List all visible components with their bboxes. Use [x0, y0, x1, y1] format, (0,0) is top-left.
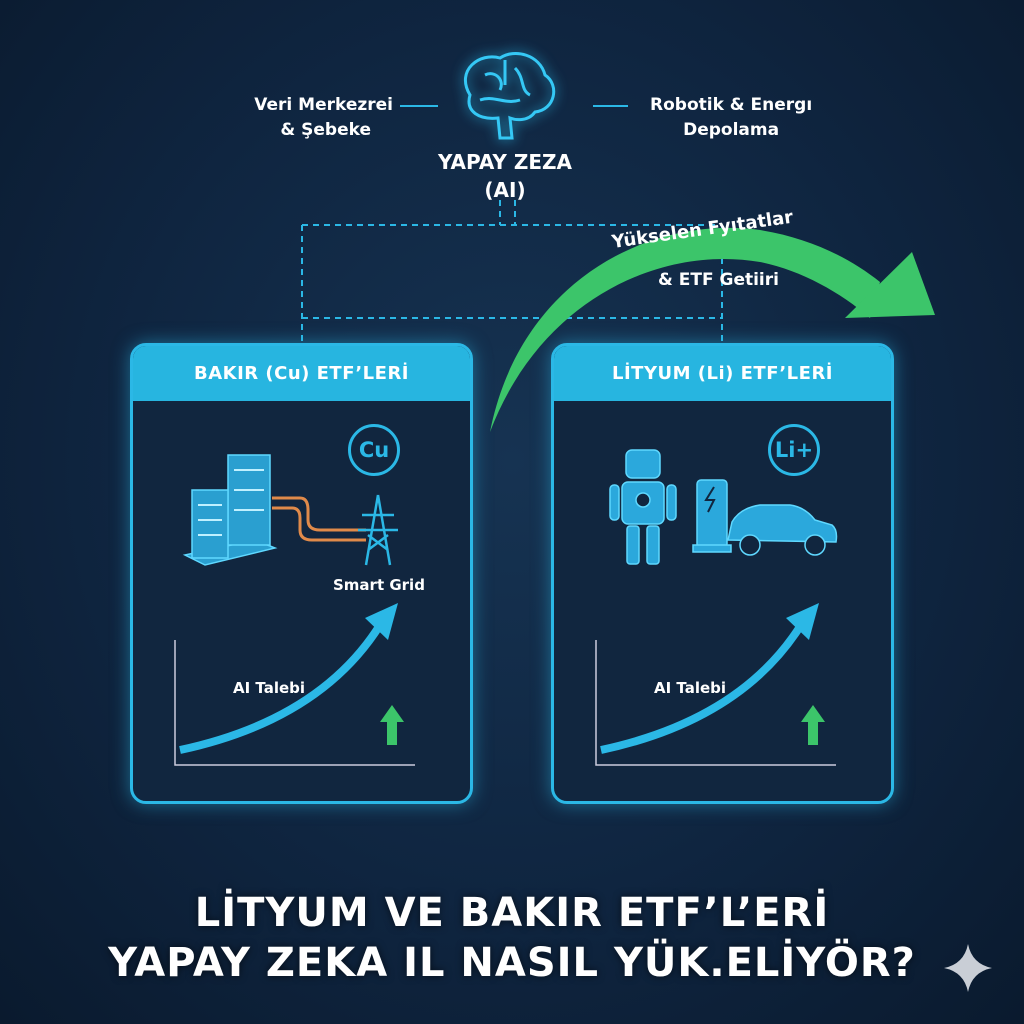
brain-icon	[463, 52, 556, 140]
chart-label: AI Talebi	[654, 679, 727, 697]
left-node-label: Veri Merkezrei & Şebeke	[254, 93, 393, 143]
robot-icon	[609, 449, 677, 565]
up-arrow-icon	[801, 705, 825, 745]
demand-curve	[600, 622, 805, 754]
copper-etf-card: BAKIR (Cu) ETF’LERİ Cu Smart Grid AI Tal…	[130, 343, 473, 804]
right-node-label: Robotik & Energı Depolama	[650, 93, 812, 143]
curve-arrowhead	[786, 603, 819, 640]
cu-badge: Cu	[348, 424, 400, 476]
smart-grid-label: Smart Grid	[333, 576, 425, 594]
sparkle-icon	[944, 944, 992, 992]
curve-arrowhead	[365, 603, 398, 640]
right-node-line1: Robotik & Energı	[650, 95, 813, 115]
data-center-buildings-icon	[182, 454, 278, 566]
copper-cables	[272, 496, 366, 542]
footer-title-line2: YAPAY ZEKA IL NASIL YÜK.ELİYÖR?	[108, 940, 916, 986]
center-subtitle: (AI)	[484, 178, 526, 202]
center-title: YAPAY ZEZA	[437, 150, 573, 174]
card-title: LİTYUM (Li) ETF’LERİ	[554, 346, 891, 401]
chart-axes	[595, 640, 836, 766]
left-node-line1: Veri Merkezrei	[254, 95, 393, 115]
rising-prices-arrow	[490, 227, 935, 432]
right-node-line2: Depolama	[683, 120, 780, 140]
lithium-demand-chart	[595, 603, 836, 766]
left-node-line2: & Şebeke	[280, 120, 371, 140]
electric-car-icon	[727, 504, 838, 556]
arrow-label-line2: & ETF Getiiri	[658, 270, 779, 290]
li-badge: Li+	[768, 424, 820, 476]
dashed-tree	[301, 200, 723, 345]
lithium-etf-card: LİTYUM (Li) ETF’LERİ Li+ AI Talebi	[551, 343, 894, 804]
ev-charger-icon	[692, 479, 732, 553]
demand-curve	[179, 622, 384, 754]
copper-demand-chart	[174, 603, 415, 766]
power-tower-icon	[358, 494, 398, 566]
chart-label: AI Talebi	[233, 679, 306, 697]
chart-axes	[174, 640, 415, 766]
card-title: BAKIR (Cu) ETF’LERİ	[133, 346, 470, 401]
up-arrow-icon	[380, 705, 404, 745]
center-node-label: YAPAY ZEZA (AI)	[405, 148, 605, 204]
footer-title-line1: LİTYUM VE BAKIR ETF’L’ERİ	[194, 890, 830, 936]
